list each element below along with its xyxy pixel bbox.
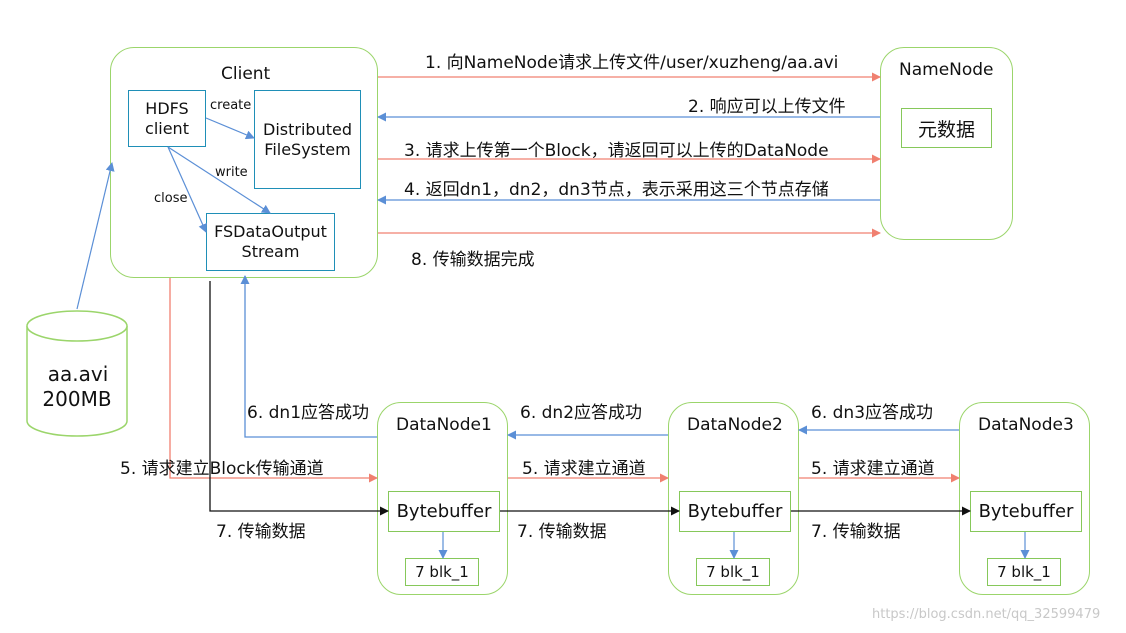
arrow-close bbox=[167, 146, 207, 233]
bytebuffer-3-label: Bytebuffer bbox=[978, 501, 1074, 522]
block-1-label: 7 blk_1 bbox=[415, 563, 469, 581]
metadata-label: 元数据 bbox=[917, 118, 975, 141]
bytebuffer-1-label: Bytebuffer bbox=[396, 501, 492, 522]
arrow-step7-client bbox=[209, 281, 389, 516]
block-2-label: 7 blk_1 bbox=[706, 563, 760, 581]
arrow-create bbox=[205, 117, 255, 140]
datanode-1-title: DataNode1 bbox=[396, 415, 492, 435]
distributed-filesystem-box: Distributed FileSystem bbox=[254, 90, 361, 189]
bytebuffer-2: Bytebuffer bbox=[679, 491, 791, 532]
fsdata-output-label-line1: FSDataOutput bbox=[214, 222, 327, 241]
arrow-file-to-client bbox=[76, 162, 115, 310]
datanode-3-title: DataNode3 bbox=[978, 415, 1074, 435]
step6-dn2-label: 6. dn2应答成功 bbox=[520, 403, 643, 423]
edge-write-label: write bbox=[215, 165, 248, 180]
block-3-label: 7 blk_1 bbox=[997, 563, 1051, 581]
client-title: Client bbox=[221, 64, 271, 84]
file-name: aa.avi bbox=[47, 362, 109, 386]
step4-label: 4. 返回dn1，dn2，dn3节点，表示采用这三个节点存储 bbox=[404, 180, 829, 200]
file-cylinder bbox=[26, 310, 128, 437]
step8-label: 8. 传输数据完成 bbox=[411, 250, 535, 270]
edge-create-label: create bbox=[210, 98, 252, 113]
metadata-box: 元数据 bbox=[901, 108, 992, 148]
hdfs-client-box: HDFS client bbox=[128, 90, 206, 147]
bytebuffer-2-label: Bytebuffer bbox=[687, 501, 783, 522]
block-3: 7 blk_1 bbox=[987, 558, 1061, 586]
step3-label: 3. 请求上传第一个Block，请返回可以上传的DataNode bbox=[404, 141, 829, 161]
arrow-write bbox=[167, 146, 271, 214]
step5-dn2-label: 5. 请求建立通道 bbox=[811, 459, 935, 479]
bytebuffer-1: Bytebuffer bbox=[388, 491, 500, 532]
distributed-fs-label-line1: Distributed bbox=[263, 119, 352, 139]
step5-dn1-label: 5. 请求建立通道 bbox=[522, 459, 646, 479]
arrow-step6-dn1 bbox=[240, 275, 377, 438]
step6-dn1-label: 6. dn1应答成功 bbox=[247, 403, 370, 423]
distributed-fs-label-line2: FileSystem bbox=[264, 139, 351, 159]
edge-close-label: close bbox=[154, 191, 188, 206]
step7-dn2-label: 7. 传输数据 bbox=[811, 522, 901, 542]
hdfs-client-label-line1: HDFS bbox=[145, 98, 189, 118]
arrow-step5-client bbox=[169, 278, 378, 483]
step1-label: 1. 向NameNode请求上传文件/user/xuzheng/aa.avi bbox=[425, 53, 839, 73]
bytebuffer-3: Bytebuffer bbox=[970, 491, 1082, 532]
watermark: https://blog.csdn.net/qq_32599479 bbox=[872, 607, 1101, 622]
file-size: 200MB bbox=[42, 387, 112, 411]
step5-client-label: 5. 请求建立Block传输通道 bbox=[120, 459, 324, 479]
hdfs-client-label-line2: client bbox=[145, 118, 189, 138]
step7-client-label: 7. 传输数据 bbox=[216, 522, 306, 542]
namenode-title: NameNode bbox=[899, 60, 994, 80]
datanode-2-title: DataNode2 bbox=[687, 415, 783, 435]
fsdata-output-label-line2: Stream bbox=[241, 242, 300, 261]
step2-label: 2. 响应可以上传文件 bbox=[688, 97, 846, 117]
fsdata-output-stream-box: FSDataOutput Stream bbox=[206, 213, 335, 271]
step6-dn3-label: 6. dn3应答成功 bbox=[811, 403, 934, 423]
step7-dn1-label: 7. 传输数据 bbox=[517, 522, 607, 542]
block-1: 7 blk_1 bbox=[405, 558, 479, 586]
